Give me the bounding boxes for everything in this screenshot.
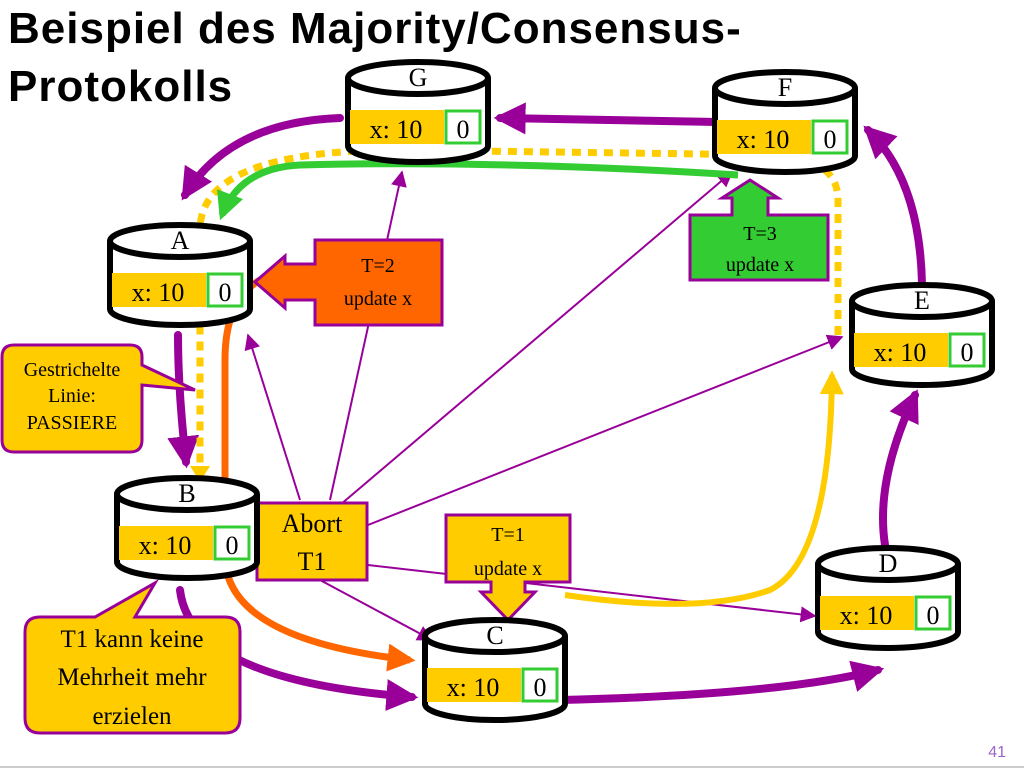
title-line-2: Protokolls bbox=[8, 62, 234, 111]
page-number: 41 bbox=[988, 744, 1006, 761]
node-value: x: 10 bbox=[447, 673, 500, 702]
abort-line-to-g bbox=[329, 170, 407, 501]
t3-callout: T=3 update x bbox=[688, 178, 830, 282]
ring-arrows bbox=[167, 102, 926, 711]
node-b: Bx: 10 0 bbox=[114, 475, 260, 581]
t3-sublabel: update x bbox=[726, 254, 794, 276]
t2-sublabel: update x bbox=[344, 288, 412, 310]
timestamp-box bbox=[521, 667, 559, 703]
abort-line-to-d bbox=[367, 564, 817, 623]
node-timestamp: 0 bbox=[534, 673, 547, 702]
majority-note-line1: T1 kann keine bbox=[60, 626, 203, 653]
node-label: D bbox=[879, 549, 898, 578]
timestamp-box bbox=[914, 595, 952, 631]
abort-message-lines bbox=[244, 170, 844, 641]
majority-note-line2: Mehrheit mehr bbox=[57, 664, 207, 691]
node-timestamp: 0 bbox=[927, 601, 940, 630]
bottom-divider bbox=[0, 766, 1024, 768]
node-label: A bbox=[171, 226, 190, 255]
ring-g-to-a bbox=[181, 114, 344, 201]
yellow-update-path bbox=[564, 370, 844, 607]
node-timestamp: 0 bbox=[219, 278, 232, 307]
cylinder-top bbox=[345, 59, 491, 97]
node-f: Fx: 10 0 bbox=[712, 69, 858, 175]
majority-note: T1 kann keine Mehrheit mehr erzielen bbox=[23, 578, 242, 735]
abort-sublabel: T1 bbox=[298, 547, 327, 576]
abort-line-to-c bbox=[319, 579, 434, 641]
node-timestamp: 0 bbox=[961, 338, 974, 367]
node-timestamp: 0 bbox=[824, 125, 837, 154]
value-box bbox=[427, 668, 521, 702]
green-update-path bbox=[216, 160, 739, 221]
dashed-line-note: Gestrichelte Linie: PASSIERE bbox=[0, 343, 196, 454]
node-e: Ex: 10 0 bbox=[849, 282, 995, 388]
node-value: x: 10 bbox=[370, 115, 423, 144]
cylinder-top bbox=[422, 617, 568, 655]
ring-e-to-f bbox=[863, 125, 926, 289]
timestamp-box bbox=[206, 272, 244, 308]
value-box bbox=[820, 596, 914, 630]
abort-line-to-e bbox=[367, 334, 844, 526]
node-label: G bbox=[409, 63, 428, 92]
node-c: Cx: 10 0 bbox=[422, 617, 568, 723]
cylinder-top bbox=[712, 69, 858, 107]
majority-note-line3: erzielen bbox=[92, 703, 172, 730]
page-title: Beispiel des Majority/Consensus- Protoko… bbox=[8, 0, 742, 116]
abort-line-to-f bbox=[339, 170, 734, 506]
title-line-1: Beispiel des Majority/Consensus- bbox=[8, 4, 742, 53]
value-box bbox=[350, 110, 444, 144]
node-timestamp: 0 bbox=[226, 531, 239, 560]
dashed-note-line3: PASSIERE bbox=[27, 412, 117, 434]
ring-d-to-e bbox=[879, 389, 919, 549]
timestamp-box bbox=[444, 109, 482, 145]
value-box bbox=[112, 273, 206, 307]
abort-t1-box: Abort T1 bbox=[255, 501, 369, 582]
t3-label: T=3 bbox=[743, 223, 777, 245]
timestamp-box bbox=[948, 332, 986, 368]
value-box bbox=[854, 333, 948, 367]
timestamp-box bbox=[213, 525, 251, 561]
timestamp-box bbox=[811, 119, 849, 155]
node-value: x: 10 bbox=[840, 601, 893, 630]
node-value: x: 10 bbox=[132, 278, 185, 307]
value-box bbox=[119, 526, 213, 560]
node-label: B bbox=[178, 479, 195, 508]
abort-label: Abort bbox=[282, 509, 343, 538]
t2-callout: T=2 update x bbox=[252, 238, 444, 327]
node-value: x: 10 bbox=[737, 125, 790, 154]
t1-callout: T=1 update x bbox=[444, 513, 572, 623]
ring-a-to-b bbox=[167, 331, 200, 469]
dashed-line-arrowhead bbox=[190, 466, 210, 482]
node-value: x: 10 bbox=[874, 338, 927, 367]
node-label: E bbox=[914, 286, 930, 315]
ring-f-to-g bbox=[493, 102, 722, 135]
dashed-note-line1: Gestrichelte bbox=[24, 359, 121, 381]
t1-label: T=1 bbox=[491, 524, 525, 546]
node-g: Gx: 10 0 bbox=[345, 59, 491, 165]
t2-label: T=2 bbox=[361, 255, 395, 277]
node-a: Ax: 10 0 bbox=[107, 222, 253, 328]
ring-c-to-d bbox=[556, 660, 885, 704]
node-d: Dx: 10 0 bbox=[815, 545, 961, 651]
node-value: x: 10 bbox=[139, 531, 192, 560]
node-label: C bbox=[486, 621, 503, 650]
ring-b-to-c bbox=[176, 586, 419, 711]
cylinder-top bbox=[815, 545, 961, 583]
abort-line-to-a bbox=[244, 333, 301, 501]
t1-sublabel: update x bbox=[474, 558, 542, 580]
dashed-note-line2: Linie: bbox=[48, 385, 96, 407]
node-timestamp: 0 bbox=[457, 115, 470, 144]
cylinder-top bbox=[107, 222, 253, 260]
value-box bbox=[717, 120, 811, 154]
cylinder-top bbox=[849, 282, 995, 320]
cylinder-top bbox=[114, 475, 260, 513]
node-label: F bbox=[778, 73, 792, 102]
